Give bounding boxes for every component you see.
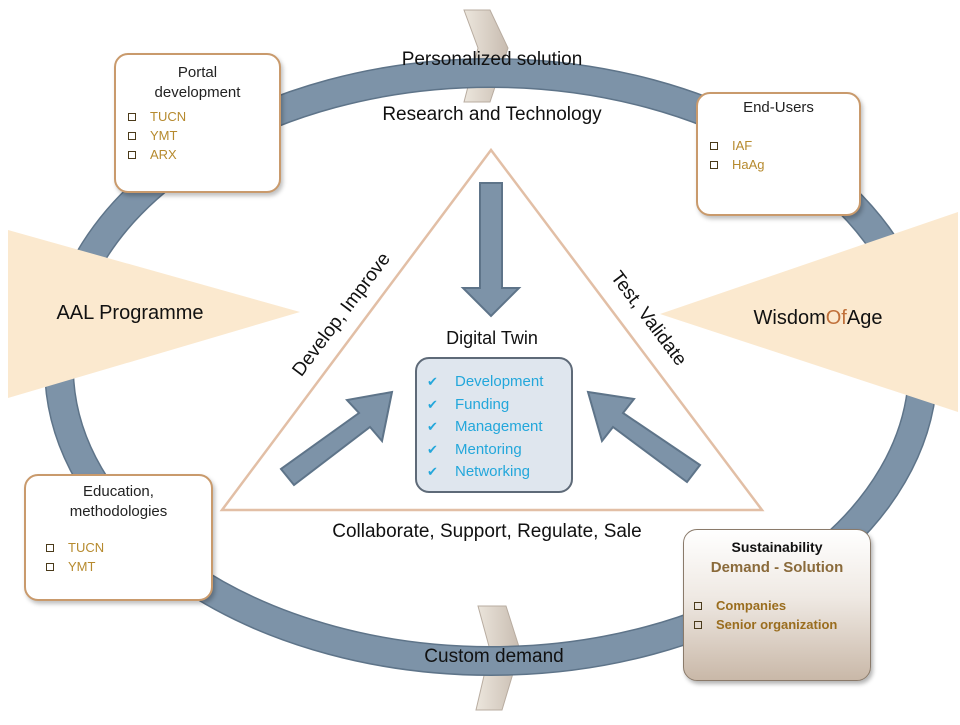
education-title-line1: Education, — [83, 483, 154, 500]
list-item-label: TUCN — [68, 540, 105, 555]
list-item: ✔ Mentoring — [427, 439, 571, 462]
ring-bottom-label: Custom demand — [424, 646, 563, 667]
list-item-label: HaAg — [732, 157, 765, 172]
portal-title-line2: development — [154, 84, 241, 101]
checkbox-icon — [46, 562, 54, 571]
education-title-line2: methodologies — [69, 503, 168, 520]
list-item: ✔ Management — [427, 416, 571, 439]
portal-title-line1: Portal — [177, 64, 218, 81]
right-wedge-label-accent: Of — [826, 307, 848, 329]
checkbox-icon — [128, 150, 136, 159]
checkmark-icon: ✔ — [427, 441, 438, 457]
list-item: YMT — [128, 126, 279, 145]
education-box: Education, methodologies TUCN YMT — [24, 474, 213, 601]
list-item-label: YMT — [150, 128, 178, 143]
checkbox-icon — [128, 131, 136, 140]
list-item: TUCN — [46, 538, 211, 557]
checkmark-icon: ✔ — [427, 464, 438, 479]
sustainability-title: Sustainability — [731, 539, 823, 555]
checkbox-icon — [694, 601, 702, 610]
right-wedge-label: WisdomOfAge — [754, 307, 883, 329]
list-item-label: IAF — [732, 138, 753, 153]
list-item-label: YMT — [68, 559, 96, 574]
down-arrow — [460, 182, 522, 318]
list-item: ARX — [128, 145, 279, 164]
triangle-bottom-label: Collaborate, Support, Regulate, Sale — [332, 521, 641, 542]
list-item-label: TUCN — [150, 109, 187, 124]
digital-twin-box: ✔ Development ✔ Funding ✔ Management ✔ Mento… — [415, 357, 573, 493]
list-item-label: Management — [455, 418, 543, 435]
list-item: ✔ Funding — [427, 394, 571, 417]
ring-top-label: Personalized solution — [402, 49, 583, 70]
list-item: ✔ Development — [427, 371, 571, 394]
checkbox-icon — [710, 160, 718, 169]
list-item: HaAg — [710, 155, 859, 174]
list-item-label: Funding — [455, 395, 510, 413]
list-item: Senior organization — [694, 615, 870, 634]
list-item-label: ARX — [150, 147, 177, 162]
list-item: IAF — [710, 136, 859, 155]
checkbox-icon — [694, 620, 702, 629]
left-wedge-label: AAL Programme — [56, 302, 203, 324]
end-users-box: End-Users IAF HaAg — [696, 92, 861, 216]
digital-twin-list: ✔ Development ✔ Funding ✔ Management ✔ Mento… — [427, 371, 571, 484]
checkmark-icon: ✔ — [427, 396, 438, 412]
end-users-list: IAF HaAg — [698, 136, 859, 174]
checkbox-icon — [710, 141, 718, 150]
list-item-label: Development — [455, 373, 544, 390]
right-wedge-shape — [660, 212, 958, 412]
right-wedge-label-part1: Wisdom — [754, 307, 826, 329]
left-wedge-shape — [8, 230, 300, 398]
list-item: YMT — [46, 557, 211, 576]
portal-list: TUCN YMT ARX — [116, 107, 279, 164]
list-item: Companies — [694, 596, 870, 615]
sustainability-box: Sustainability Demand - Solution Compani… — [683, 529, 871, 681]
checkbox-icon — [46, 543, 54, 552]
list-item: ✔ Networking — [427, 461, 571, 484]
list-item-label: Companies — [716, 598, 787, 613]
list-item-label: Senior organization — [716, 617, 838, 632]
checkbox-icon — [128, 112, 136, 121]
portal-development-box: Portal development TUCN YMT ARX — [114, 53, 281, 193]
end-users-title: End-Users — [743, 99, 814, 116]
checkmark-icon: ✔ — [427, 374, 438, 389]
right-up-arrow — [586, 390, 702, 484]
digital-twin-title: Digital Twin — [446, 328, 538, 348]
sustainability-subtitle: Demand - Solution — [710, 559, 844, 576]
triangle-top-label: Research and Technology — [382, 104, 602, 125]
list-item-label: Mentoring — [455, 440, 522, 458]
list-item-label: Networking — [455, 463, 531, 480]
education-list: TUCN YMT — [26, 538, 211, 576]
checkmark-icon: ✔ — [427, 419, 438, 434]
sustainability-list: Companies Senior organization — [684, 596, 870, 634]
right-wedge-label-part3: Age — [847, 307, 883, 329]
list-item: TUCN — [128, 107, 279, 126]
left-up-arrow — [279, 390, 394, 487]
